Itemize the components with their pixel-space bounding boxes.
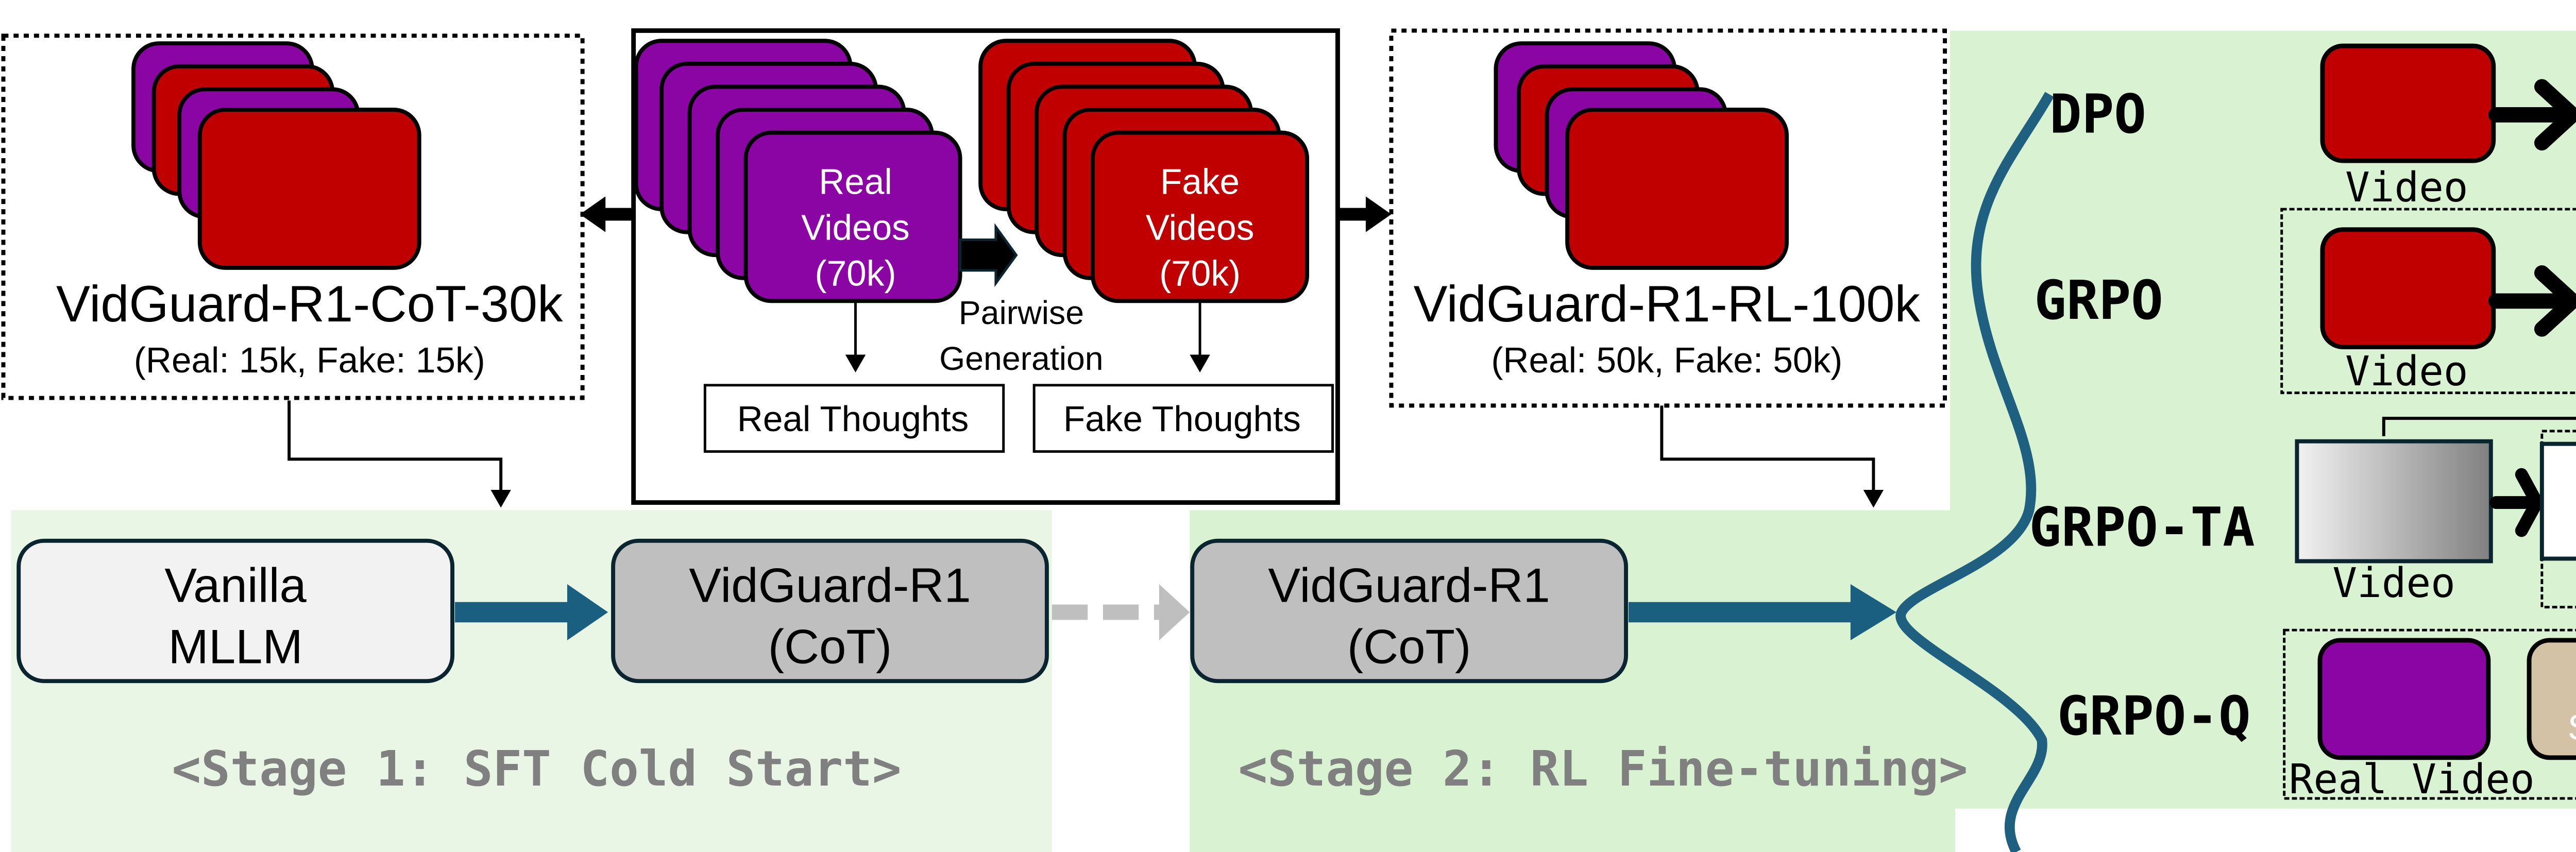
grpo-arrow	[2488, 265, 2576, 337]
real-thoughts-label: Real Thoughts	[737, 399, 969, 439]
fake-videos-count: (70k)	[1159, 253, 1241, 294]
real-thoughts-box	[703, 384, 1005, 453]
grpo-video-label: Video	[2345, 347, 2468, 395]
cot-to-stage1-line	[287, 400, 511, 508]
real-video-label: Real Video	[2289, 755, 2535, 803]
stage-transition-arrow	[1052, 584, 1190, 640]
pairwise-arrow	[959, 223, 1018, 287]
real-videos-label-2: Videos	[801, 207, 910, 247]
cot-dataset-box: VidGuard-R1-CoT-30k (Real: 15k, Fake: 15…	[1, 33, 585, 400]
pairwise-label-2: Generation	[939, 340, 1103, 377]
cot-dataset-subtitle: (Real: 15k, Fake: 15k)	[134, 340, 485, 380]
stage1-arrow	[455, 584, 608, 640]
real-videos-count: (70k)	[815, 253, 896, 294]
stage2-title: <Stage 2: RL Fine-tuning>	[1238, 741, 1968, 797]
grpo-ta-row: GRPO-TA Video Reversed Or Repeated [EACH…	[2029, 417, 2576, 609]
step-box: 10 Steps	[2527, 638, 2576, 760]
rl-dataset-subtitle: (Real: 50k, Fake: 50k)	[1491, 340, 1842, 380]
fake-videos-label-2: Videos	[1146, 207, 1255, 247]
fake-videos-label-1: Fake	[1160, 161, 1240, 201]
video-stack-icon	[131, 41, 421, 270]
stage2-model-label-1: VidGuard-R1	[1268, 558, 1550, 612]
step-unit: Steps	[2568, 707, 2576, 747]
stage2: VidGuard-R1 (CoT) <Stage 2: RL Fine-tuni…	[1190, 538, 1968, 797]
dpo-label: DPO	[2049, 83, 2146, 146]
grpo-input-group	[2280, 208, 2576, 395]
stage1-model-box	[611, 538, 1049, 684]
cot-dataset-title: VidGuard-R1-CoT-30k	[56, 275, 563, 332]
vanilla-label-2: MLLM	[168, 620, 302, 674]
dpo-row: DPO Video Fake Thought Answer: Fake Pair…	[2049, 43, 2576, 211]
grpo-ta-video-icon	[2295, 439, 2493, 564]
grpo-q-label: GRPO-Q	[2057, 685, 2251, 747]
grpo-ta-video-label: Video	[2332, 559, 2455, 607]
real-video-icon	[2317, 638, 2491, 760]
grpo-row: GRPO Video Group of Responses Reward Fun…	[2034, 208, 2576, 395]
stage2-model-label-2: (CoT)	[1347, 620, 1471, 674]
fake-thoughts-label: Fake Thoughts	[1063, 399, 1301, 439]
grpo-ta-top-connector	[2382, 417, 2576, 436]
arrowhead-to-rl-data	[1365, 196, 1392, 232]
rl-dataset-box: VidGuard-R1-RL-100k (Real: 50k, Fake: 50…	[1389, 28, 1947, 408]
real-videos-stack: Real Videos (70k)	[634, 39, 962, 303]
method-branch-curve	[1895, 92, 2054, 852]
reversed-video-icon	[2539, 441, 2576, 561]
fake-videos-stack: Fake Videos (70k)	[978, 39, 1309, 303]
grpo-q-row: GRPO-Q 10 Steps 20 Steps ... 50 Steps Re…	[2057, 628, 2576, 803]
pairwise-label-1: Pairwise	[959, 294, 1084, 331]
dpo-video-label: Video	[2345, 163, 2468, 211]
dpo-video-icon	[2320, 43, 2496, 163]
arrowhead-to-cot	[580, 196, 606, 232]
grpo-q-input-group	[2283, 628, 2576, 800]
diffusion-steps: 10 Steps 20 Steps ... 50 Steps	[2527, 638, 2576, 760]
grpo-label: GRPO	[2034, 269, 2163, 332]
stage1-model-label-2: (CoT)	[768, 620, 892, 674]
stage1: Vanilla MLLM VidGuard-R1 (CoT) <Stage 1:…	[16, 538, 1049, 797]
grpo-video-icon	[2320, 227, 2496, 349]
rl-dataset-title: VidGuard-R1-RL-100k	[1414, 275, 1921, 332]
dpo-arrow	[2488, 79, 2576, 151]
pairwise-generation-box: Real Videos (70k) Fake Videos (70k) Pair…	[631, 28, 1340, 505]
stage2-arrow	[1628, 584, 1896, 640]
stage2-model-box	[1190, 538, 1629, 684]
real-videos-label-1: Real	[819, 161, 892, 201]
stage1-model-label-1: VidGuard-R1	[689, 558, 971, 612]
vanilla-mllm-box	[16, 538, 455, 684]
video-stack-icon	[1494, 41, 1789, 270]
fake-thoughts-box	[1032, 384, 1334, 453]
rl-to-stage2-line	[1660, 405, 1884, 508]
grpo-ta-arrow	[2489, 468, 2545, 537]
stage1-title: <Stage 1: SFT Cold Start>	[172, 741, 901, 797]
grpo-ta-label: GRPO-TA	[2029, 496, 2255, 559]
vanilla-label-1: Vanilla	[164, 558, 307, 612]
